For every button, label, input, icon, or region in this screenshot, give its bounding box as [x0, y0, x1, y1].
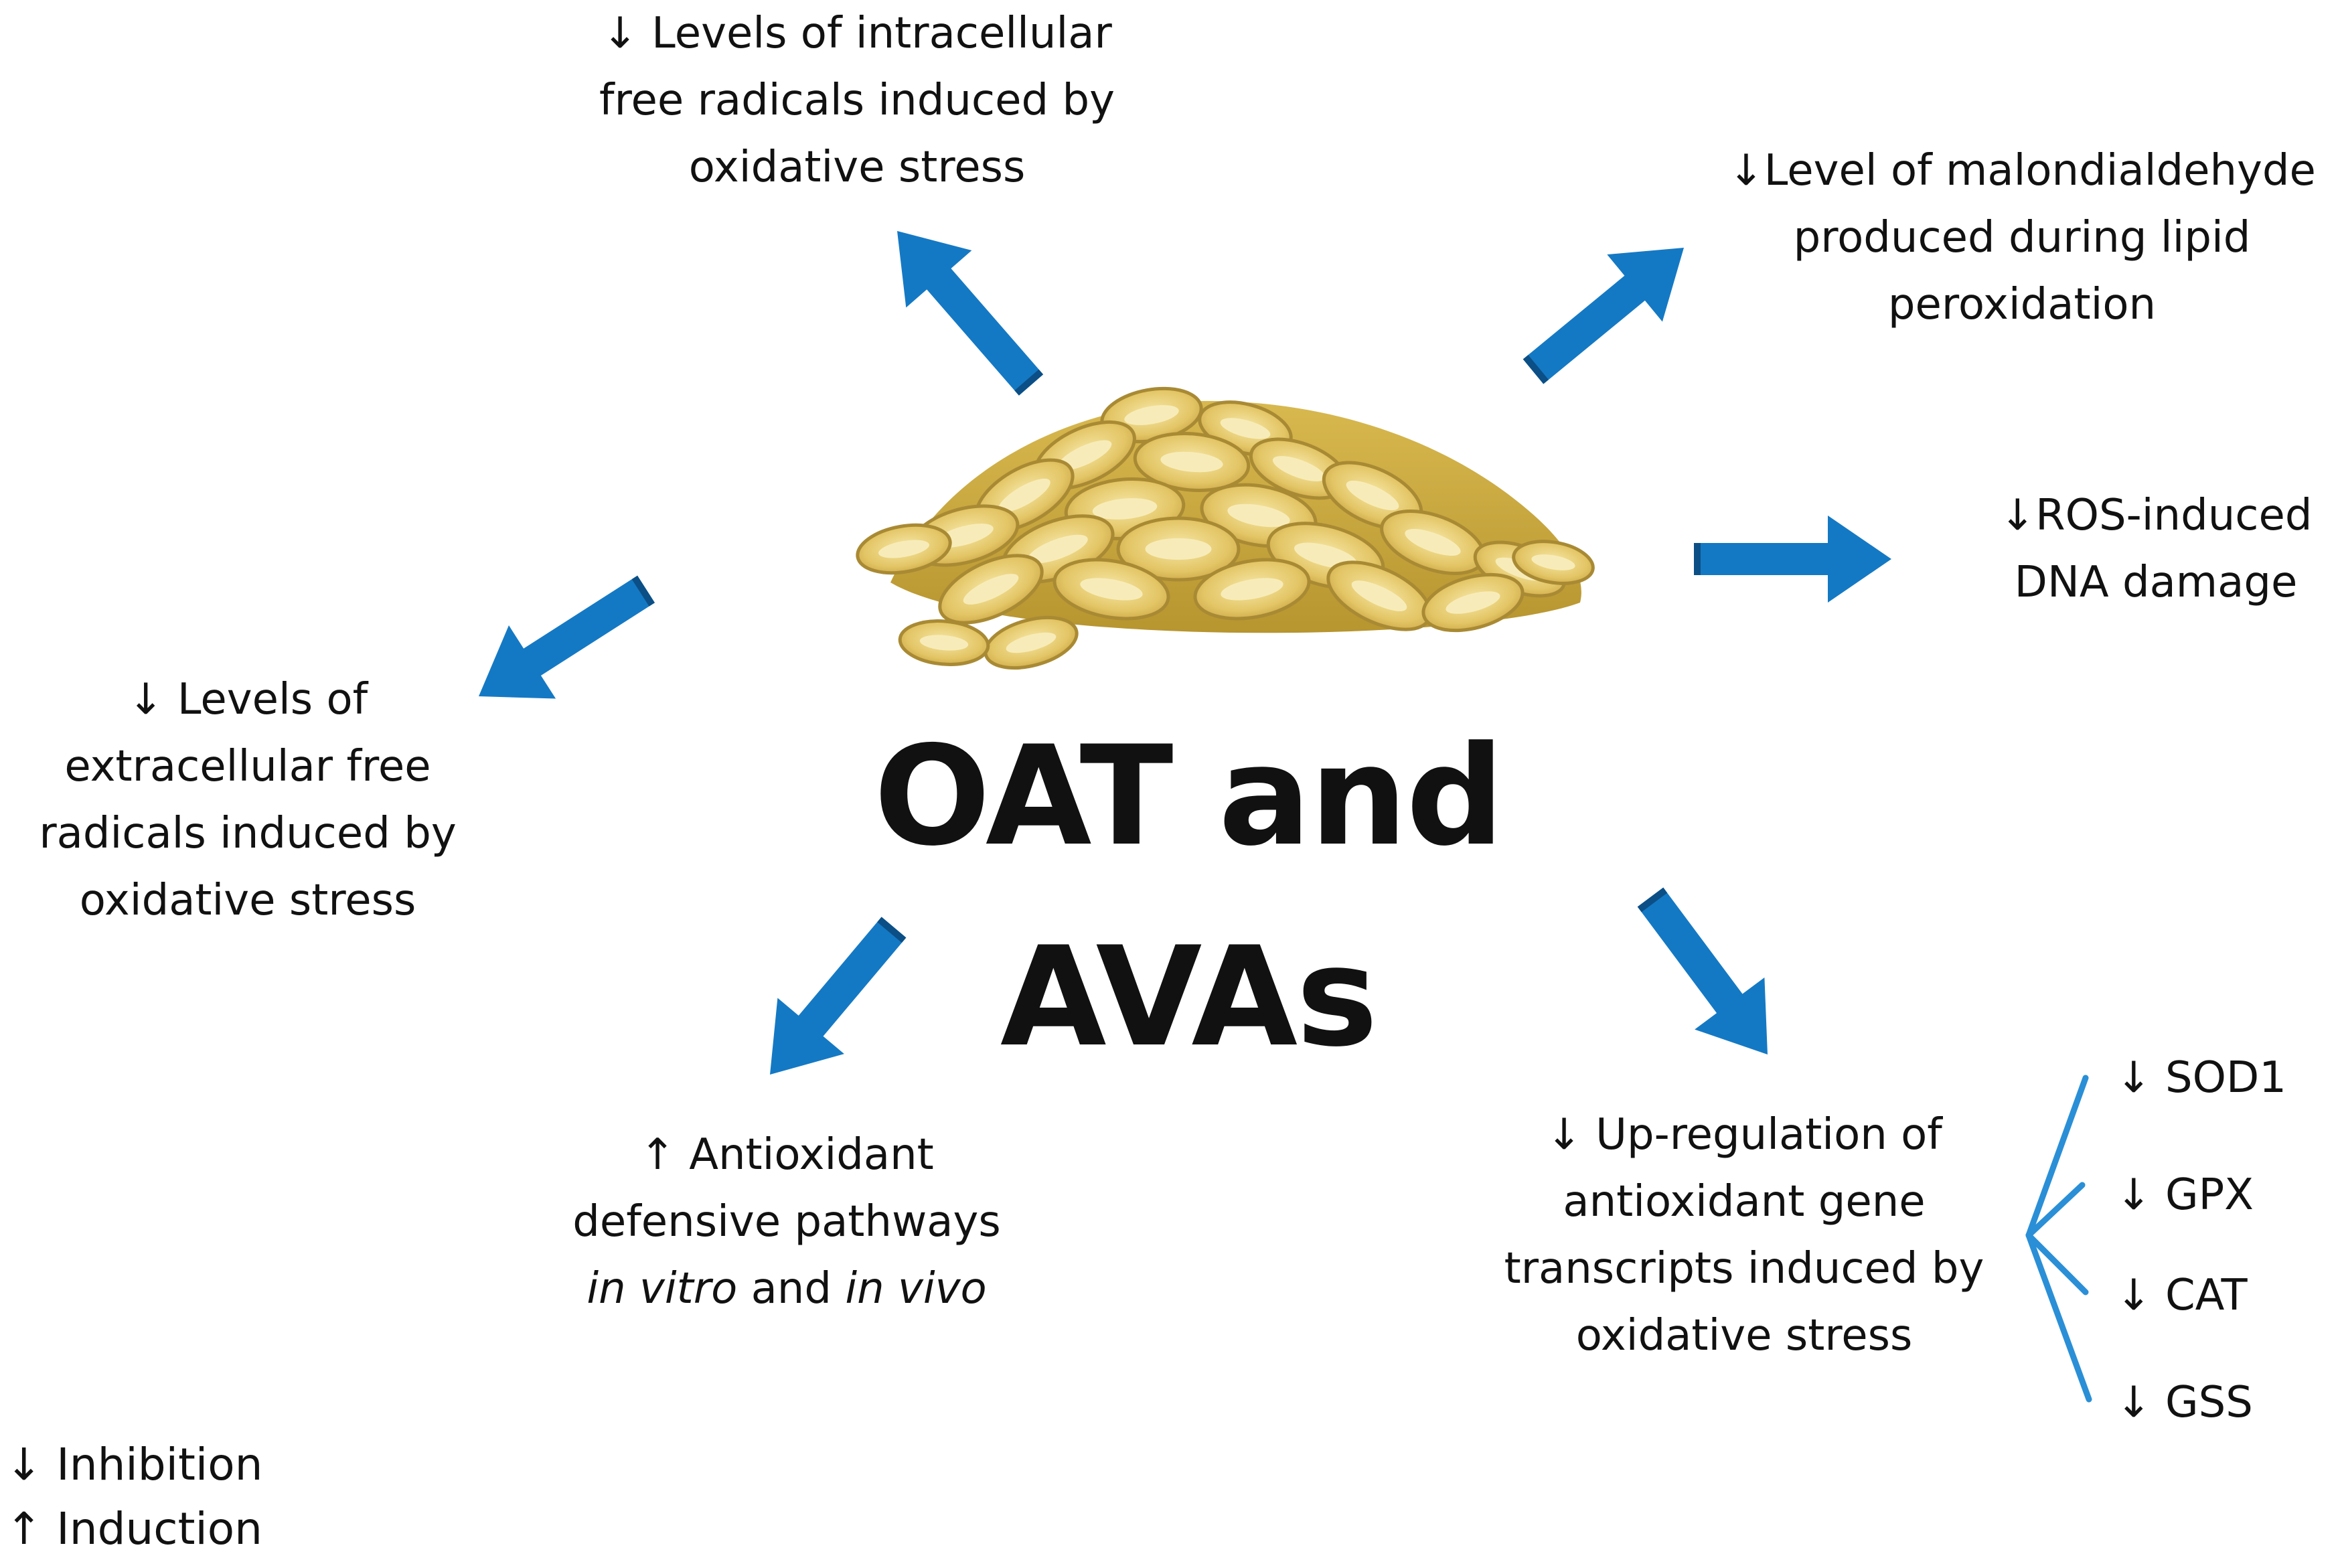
effect-line: extracellular free [64, 742, 431, 791]
effect-line: ↓ Levels of intracellular [602, 9, 1112, 58]
arrow-to-ros-dna [1694, 516, 1891, 603]
in-vivo-text: in vivo [845, 1264, 987, 1314]
effect-malondialdehyde: ↓Level of malondialdehyde produced durin… [1711, 137, 2333, 338]
arrow-to-gene-transcripts [1637, 887, 1768, 1054]
block-arrow-icon [769, 917, 907, 1075]
block-arrow-icon [1523, 248, 1684, 384]
oat-flake-highlight [1531, 554, 1575, 570]
arrow-to-malondialdehyde [1523, 248, 1684, 384]
effect-line-italic: in vitro and in vivo [536, 1255, 1038, 1322]
effect-extracellular-free-radicals: ↓ Levels of extracellular free radicals … [13, 666, 482, 934]
effect-line: DNA damage [2014, 558, 2298, 607]
effect-line: ↓ Up-regulation of [1546, 1110, 1942, 1160]
effect-line: radicals induced by [39, 809, 457, 858]
oat-pile-icon [856, 386, 1595, 670]
effect-line: ↑ Antioxidant [639, 1130, 934, 1180]
in-vitro-text: in vitro [587, 1264, 738, 1314]
arrow-tail-shade [1014, 369, 1044, 396]
oat-flake-highlight [1446, 591, 1500, 614]
diagram-title: OAT and AVAs [874, 717, 1504, 1077]
oat-flake-highlight [1124, 405, 1179, 425]
effect-line: ↓ROS-induced [1999, 491, 2313, 540]
and-text: and [737, 1264, 846, 1314]
effect-line: peroxidation [1887, 280, 2157, 329]
oat-flake-highlight [1272, 456, 1326, 481]
effect-antioxidant-gene-transcripts: ↓ Up-regulation of antioxidant gene tran… [1466, 1101, 2022, 1369]
oat-flake-highlight [1351, 580, 1407, 611]
effect-line: ↓Level of malondialdehyde [1728, 146, 2316, 195]
gene-gpx: ↓ GPX [2116, 1170, 2254, 1220]
gene-branch-lines [2025, 1075, 2092, 1403]
arrow-tail-shade [877, 917, 907, 943]
arrow-tail-shade [1694, 543, 1701, 575]
arrow-tail-shade [1523, 355, 1549, 384]
effect-line: oxidative stress [688, 143, 1026, 192]
arrow-to-antioxidant-pathways [769, 917, 907, 1075]
arrow-tail-shade [631, 575, 655, 607]
gene-gss: ↓ GSS [2116, 1378, 2253, 1427]
oat-flake-highlight [878, 540, 929, 558]
arrow-tail-shade [1637, 887, 1668, 913]
oat-flake-highlight [963, 574, 1019, 605]
oat-flake-highlight [1405, 529, 1461, 556]
effect-line: free radicals induced by [599, 76, 1115, 125]
oat-flake-highlight [1221, 578, 1283, 601]
effect-line: antioxidant gene [1563, 1177, 1926, 1227]
oat-flake-highlight [1346, 480, 1399, 511]
oat-flake-highlight [1028, 534, 1088, 564]
effect-line: oxidative stress [1575, 1311, 1913, 1360]
gene-cat: ↓ CAT [2116, 1271, 2248, 1320]
effect-line: transcripts induced by [1504, 1244, 1984, 1293]
oat-flake-highlight [1220, 418, 1271, 439]
oat-flake-highlight [1145, 538, 1212, 560]
oat-flake-highlight [1227, 503, 1290, 528]
oat-flake-highlight [1006, 632, 1057, 653]
effect-ros-dna-damage: ↓ROS-induced DNA damage [1982, 482, 2330, 616]
block-arrow-icon [896, 231, 1044, 396]
oat-flake-highlight [998, 478, 1050, 513]
effect-line: ↓ Levels of [127, 675, 368, 724]
oat-flake-highlight [1092, 498, 1158, 520]
arrows-group [479, 231, 1891, 1075]
block-arrow-icon [479, 575, 655, 699]
oat-flake-highlight [919, 635, 969, 651]
arrow-to-extracellular [479, 575, 655, 699]
oat-flake-highlight [1160, 451, 1223, 473]
oat-flake-highlight [1080, 578, 1143, 601]
block-arrow-icon [1694, 516, 1891, 603]
gene-sod1: ↓ SOD1 [2116, 1053, 2286, 1103]
effect-antioxidant-pathways: ↑ Antioxidant defensive pathways in vitr… [536, 1121, 1038, 1322]
effect-line: defensive pathways [572, 1197, 1001, 1247]
oat-flake-highlight [1057, 440, 1112, 471]
legend-inhibition: ↓ Inhibition [5, 1439, 263, 1490]
effect-intracellular-free-radicals: ↓ Levels of intracellular free radicals … [556, 0, 1158, 201]
arrow-to-intracellular [896, 231, 1044, 396]
legend-induction: ↑ Induction [5, 1503, 263, 1555]
effect-line: produced during lipid [1793, 213, 2251, 262]
block-arrow-icon [1637, 887, 1768, 1054]
effect-line: oxidative stress [79, 876, 416, 925]
